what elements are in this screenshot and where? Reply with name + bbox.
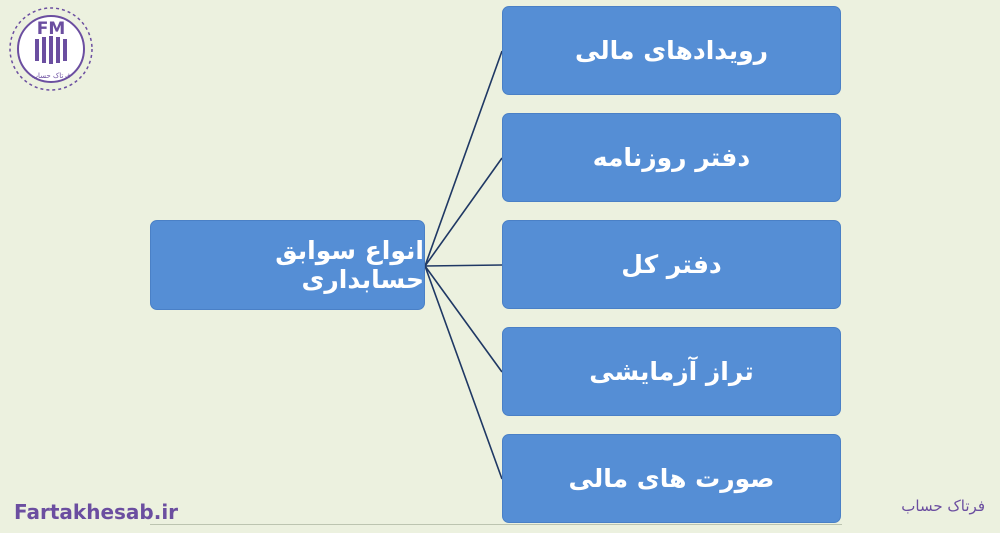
node-journal: دفتر روزنامه	[502, 113, 841, 202]
logo-caption: فرتاک حساب	[31, 72, 70, 80]
connector-daftar-roozname	[424, 157, 503, 267]
node-label: دفتر کل	[621, 250, 722, 279]
node-general-ledger: دفتر کل	[502, 220, 841, 309]
fm-logo: FM فرتاک حساب	[9, 7, 93, 91]
node-trial-balance: تراز آزمایشی	[502, 327, 841, 416]
brand-name: فرتاک حساب	[901, 497, 985, 515]
root-node-label: انواع سوابق حسابداری	[275, 236, 424, 294]
node-label: صورت های مالی	[568, 464, 775, 493]
node-label: رویدادهای مالی	[574, 36, 769, 65]
connector-rooyadha	[424, 50, 503, 267]
logo-letters: FM	[37, 19, 66, 39]
root-node: انواع سوابق حسابداری	[150, 220, 425, 310]
node-label: تراز آزمایشی	[589, 357, 754, 386]
node-financial-events: رویدادهای مالی	[502, 6, 841, 95]
connector-soorat	[424, 265, 503, 480]
node-label: دفتر روزنامه	[592, 143, 751, 172]
node-financial-statements: صورت های مالی	[502, 434, 841, 523]
site-url[interactable]: Fartakhesab.ir	[14, 500, 179, 524]
connector-taraz	[424, 265, 503, 373]
connector-daftar-kol	[424, 264, 503, 267]
divider	[150, 524, 842, 525]
